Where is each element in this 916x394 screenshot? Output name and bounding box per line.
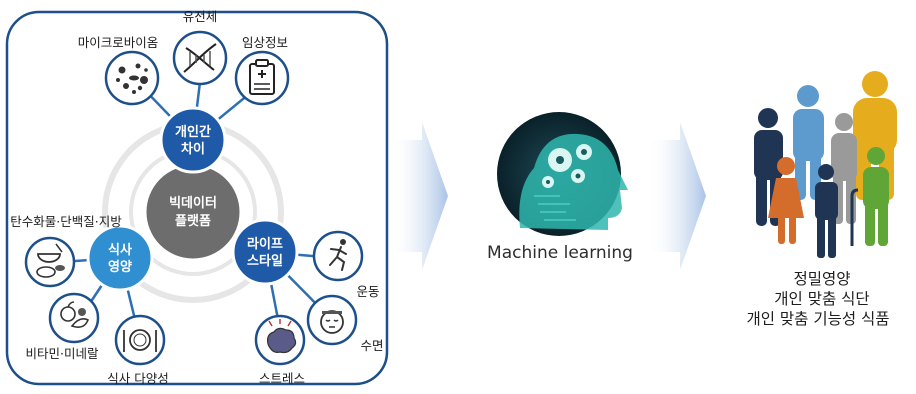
fruit-vegetable-icon — [48, 292, 100, 344]
center-line2: 플랫폼 — [175, 213, 211, 229]
label-stress: 스트레스 — [259, 371, 305, 386]
label-diet-diversity: 식사 다양성 — [107, 371, 168, 386]
machine-learning-label: Machine learning — [487, 243, 633, 263]
hub-lifestyle-line2: 스타일 — [247, 253, 283, 269]
hub-diet-line1: 식사 — [108, 242, 132, 258]
hub-lifestyle-line1: 라이프 — [247, 236, 283, 252]
flow-arrow-2 — [650, 122, 706, 270]
microbe-icon — [104, 50, 160, 106]
hub-lifestyle: 라이프 스타일 — [231, 218, 299, 286]
center-bigdata-node: 빅데이터 플랫폼 — [143, 162, 243, 262]
hub-individual-line2: 차이 — [181, 141, 205, 157]
clipboard-icon — [234, 50, 290, 106]
brain-stress-icon — [254, 314, 306, 366]
label-vitamins: 비타민·미네랄 — [26, 346, 99, 361]
plate-cutlery-icon — [114, 314, 166, 366]
result-line-2: 개인 맞춤 식단 — [774, 290, 869, 308]
hub-diet-line2: 영양 — [108, 260, 132, 275]
label-exercise: 운동 — [356, 284, 379, 299]
flow-arrow-1 — [392, 122, 448, 270]
center-line1: 빅데이터 — [169, 195, 217, 211]
result-line-3: 개인 맞춤 기능성 식품 — [746, 310, 889, 328]
label-sleep: 수면 — [360, 338, 383, 353]
label-clinical: 임상정보 — [242, 35, 288, 50]
dna-icon — [172, 30, 228, 86]
running-person-icon — [312, 230, 364, 282]
label-genome: 유전체 — [183, 9, 218, 24]
result-line-1: 정밀영양 — [793, 270, 850, 288]
ai-head-gears-icon — [497, 112, 628, 236]
people-group-icon — [754, 71, 897, 258]
hub-diet-nutrition: 식사 영양 — [86, 224, 154, 292]
hub-individual-line1: 개인간 — [175, 124, 211, 140]
hub-individual-difference: 개인간 차이 — [159, 106, 227, 174]
food-bowl-icon — [24, 236, 76, 288]
label-macronutrients: 탄수화물·단백질·지방 — [10, 214, 122, 229]
sleeping-face-icon — [306, 294, 358, 346]
label-microbiome: 마이크로바이옴 — [78, 35, 159, 50]
